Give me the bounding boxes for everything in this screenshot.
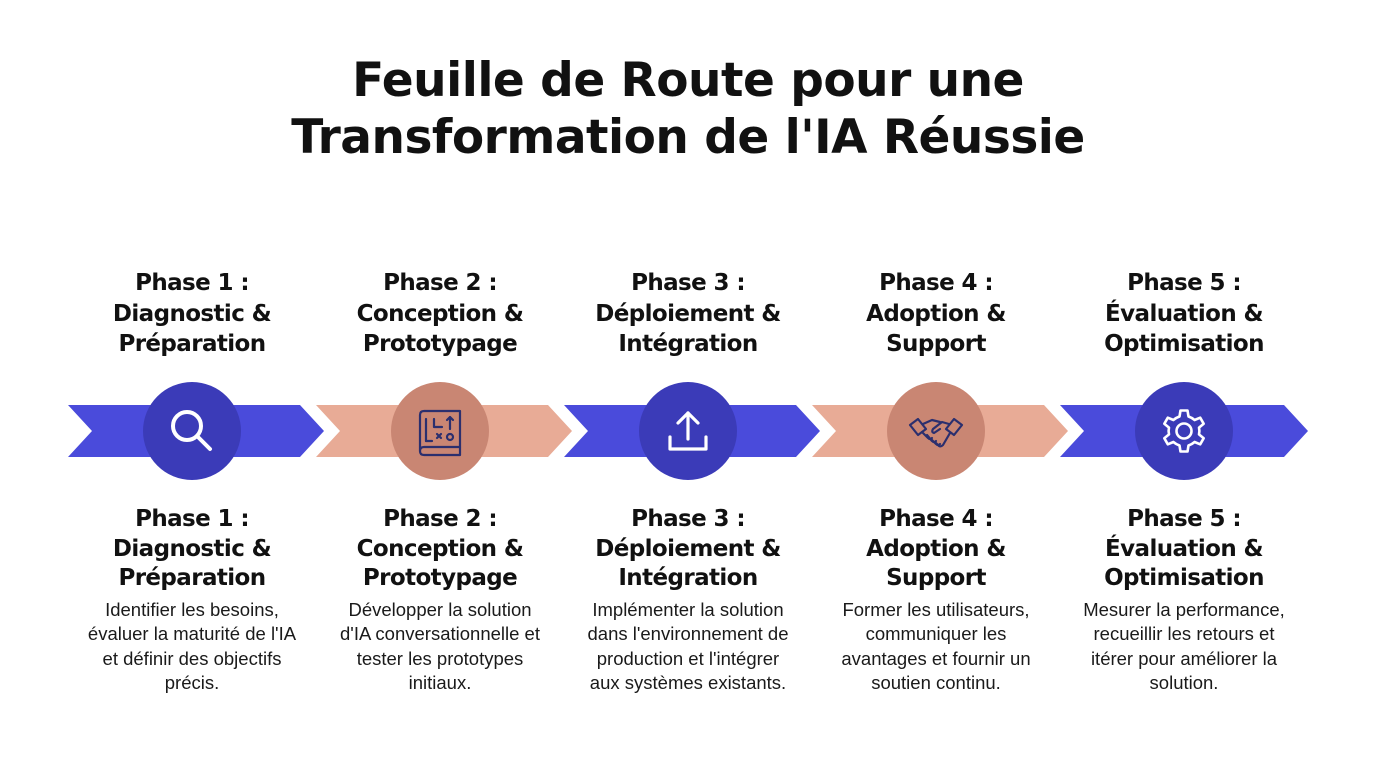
phase-1: Phase 1 : Diagnostic & Préparation Phase…: [68, 268, 324, 696]
phase-4-icon-circle: [887, 382, 985, 480]
phase-3-description-line-4: aux systèmes existants.: [589, 672, 787, 693]
phase-4-subheading: Phase 4 : Adoption & Support: [812, 505, 1060, 594]
phase-1-description: Identifier les besoins, évaluer la matur…: [68, 598, 316, 696]
phase-3: Phase 3 : Déploiement & Intégration Phas…: [564, 268, 820, 696]
phase-4-heading-line-1: Phase 4 :: [879, 270, 993, 296]
phase-4-description-line-2: communiquer les: [865, 623, 1007, 644]
upload-icon: [668, 411, 708, 451]
phase-5-subheading: Phase 5 : Évaluation & Optimisation: [1060, 505, 1308, 594]
phase-1-heading-line-3: Préparation: [118, 331, 266, 357]
phase-3-heading: Phase 3 : Déploiement & Intégration: [564, 268, 812, 364]
phase-3-description-line-1: Implémenter la solution: [592, 598, 784, 620]
phase-5-description-line-4: solution.: [1149, 672, 1219, 693]
phase-1-heading-line-1: Phase 1 :: [135, 270, 249, 296]
phase-5-description: Mesurer la performance, recueillir les r…: [1060, 598, 1308, 696]
phase-2-description-line-1: Développer la solution: [348, 598, 532, 620]
phase-4-subheading-line-1: Phase 4 :: [879, 506, 993, 532]
phase-3-description-line-2: dans l'environnement de: [587, 623, 789, 644]
phase-3-subheading-line-2: Déploiement &: [595, 535, 781, 562]
phase-4-description-line-1: Former les utilisateurs,: [842, 598, 1030, 620]
phase-4-heading: Phase 4 : Adoption & Support: [812, 268, 1060, 364]
phase-2-heading-line-1: Phase 2 :: [383, 270, 497, 296]
phase-1-subheading-line-2: Diagnostic &: [112, 535, 272, 562]
phase-5-heading-line-3: Optimisation: [1104, 331, 1264, 357]
phase-5-icon-circle: [1135, 382, 1233, 480]
phase-4-description-line-3: avantages et fournir un: [841, 647, 1031, 669]
phase-4-arrow-row: [812, 379, 1068, 483]
phase-4-heading-line-2: Adoption &: [866, 300, 1006, 327]
phase-2-subheading: Phase 2 : Conception & Prototypage: [316, 505, 564, 594]
title-line-2: Transformation de l'IA Réussie: [291, 110, 1085, 165]
phase-2-description-line-2: d'IA conversationnelle et: [340, 623, 540, 644]
phase-5-description-line-2: recueillir les retours et: [1093, 623, 1275, 644]
gear-icon: [1163, 409, 1205, 453]
blueprint-icon: [418, 409, 462, 457]
phase-1-description-line-1: Identifier les besoins,: [105, 598, 279, 620]
phase-4-heading-line-3: Support: [886, 331, 986, 357]
title-line-1: Feuille de Route pour une: [352, 53, 1024, 108]
phase-5-subheading-line-3: Optimisation: [1104, 565, 1264, 591]
phase-2: Phase 2 : Conception & Prototypage: [316, 268, 572, 696]
phase-5-subheading-line-1: Phase 5 :: [1127, 506, 1241, 532]
phase-1-description-line-2: évaluer la maturité de l'IA: [87, 623, 297, 644]
phase-4-subheading-line-2: Adoption &: [866, 535, 1006, 562]
phase-3-heading-line-3: Intégration: [618, 331, 758, 357]
phase-3-icon-circle: [639, 382, 737, 480]
phase-1-description-line-3: et définir des objectifs: [102, 647, 282, 669]
phase-1-subheading: Phase 1 : Diagnostic & Préparation: [68, 505, 316, 594]
phase-2-description: Développer la solution d'IA conversation…: [316, 598, 564, 696]
phase-5-heading-line-2: Évaluation &: [1105, 300, 1264, 327]
phase-2-heading-line-3: Prototypage: [362, 331, 518, 357]
phase-1-heading: Phase 1 : Diagnostic & Préparation: [68, 268, 316, 364]
phase-2-heading-line-2: Conception &: [356, 300, 524, 327]
handshake-icon: [908, 417, 964, 448]
phase-4: Phase 4 : Adoption & Support: [812, 268, 1068, 696]
phase-1-icon-circle: [143, 382, 241, 480]
phase-4-description-line-4: soutien continu.: [871, 672, 1001, 693]
phase-3-arrow-row: [564, 379, 820, 483]
phase-5-description-line-1: Mesurer la performance,: [1083, 598, 1285, 620]
phase-4-description: Former les utilisateurs, communiquer les…: [812, 598, 1060, 696]
phase-5-heading: Phase 5 : Évaluation & Optimisation: [1060, 268, 1308, 364]
phase-5-heading-line-1: Phase 5 :: [1127, 270, 1241, 296]
phase-1-subheading-line-1: Phase 1 :: [135, 506, 249, 532]
phase-5-description-line-3: itérer pour améliorer la: [1090, 647, 1278, 669]
phase-2-heading: Phase 2 : Conception & Prototypage: [316, 268, 564, 364]
phase-2-description-line-4: initiaux.: [408, 672, 472, 693]
phase-2-arrow-row: [316, 379, 572, 483]
phase-5: Phase 5 : Évaluation & Optimisation Phas…: [1060, 268, 1308, 696]
phase-3-description-line-3: production et l'intégrer: [596, 647, 780, 669]
phase-3-subheading-line-3: Intégration: [618, 565, 758, 591]
phase-2-description-line-3: tester les prototypes: [356, 647, 524, 669]
page-title: Feuille de Route pour une Transformation…: [0, 52, 1376, 166]
phase-5-arrow-row: [1060, 379, 1308, 483]
phase-3-description: Implémenter la solution dans l'environne…: [564, 598, 812, 696]
phase-1-subheading-line-3: Préparation: [118, 565, 266, 591]
phase-2-subheading-line-1: Phase 2 :: [383, 506, 497, 532]
phase-1-heading-line-2: Diagnostic &: [112, 300, 272, 327]
phase-3-subheading: Phase 3 : Déploiement & Intégration: [564, 505, 812, 594]
phase-2-subheading-line-3: Prototypage: [362, 565, 518, 591]
phase-1-description-line-4: précis.: [164, 672, 220, 693]
phase-3-subheading-line-1: Phase 3 :: [631, 506, 745, 532]
phase-2-icon-circle: [391, 382, 489, 480]
phase-3-heading-line-2: Déploiement &: [595, 300, 781, 327]
phase-2-subheading-line-2: Conception &: [356, 535, 524, 562]
phase-1-arrow-row: [68, 379, 324, 483]
phase-5-subheading-line-2: Évaluation &: [1105, 535, 1264, 562]
phase-3-heading-line-1: Phase 3 :: [631, 270, 745, 296]
magnifier-icon: [171, 410, 212, 451]
phase-4-subheading-line-3: Support: [886, 565, 986, 591]
